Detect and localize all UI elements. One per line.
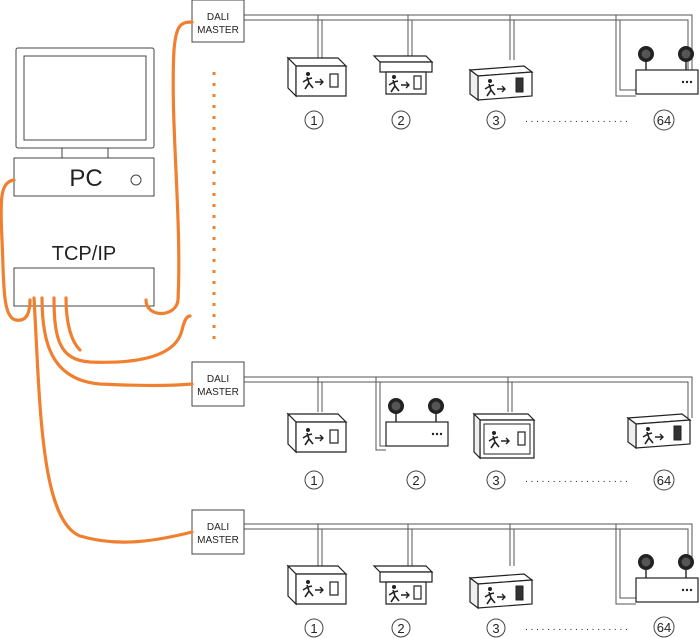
dots-row-1: . . . . . . . . . . . . . . . . . . . — [525, 114, 628, 125]
dali-master-1: DALI MASTER — [191, 0, 245, 43]
svg-text:MASTER: MASTER — [197, 535, 239, 546]
svg-text:2: 2 — [397, 113, 404, 128]
svg-text:3: 3 — [492, 621, 499, 636]
svg-text:MASTER: MASTER — [197, 25, 239, 36]
svg-text:DALI: DALI — [207, 374, 229, 385]
twin-spot-2-2 — [385, 397, 449, 447]
svg-text:1: 1 — [310, 113, 317, 128]
svg-text:1: 1 — [310, 473, 317, 488]
exit-sign-3-3 — [470, 574, 532, 608]
exit-sign-2-1 — [288, 414, 346, 452]
exit-sign-3-1 — [288, 566, 346, 604]
svg-text:3: 3 — [492, 473, 499, 488]
node-numbers-row-2: 1 2 3 . . . . . . . . . . . . . . . . . … — [304, 469, 675, 491]
dots-row-2: . . . . . . . . . . . . . . . . . . . — [525, 474, 628, 485]
node-numbers-row-1: 1 2 3 . . . . . . . . . . . . . . . . . … — [304, 109, 675, 131]
svg-text:DALI: DALI — [207, 12, 229, 23]
tcp-label: TCP/IP — [52, 243, 116, 265]
bus-line-2 — [244, 376, 693, 451]
svg-text:1: 1 — [310, 621, 317, 636]
bus-line-3 — [244, 523, 693, 605]
svg-text:64: 64 — [657, 473, 671, 488]
svg-text:DALI: DALI — [207, 522, 229, 533]
svg-text:MASTER: MASTER — [197, 387, 239, 398]
exit-sign-2-64 — [628, 414, 690, 448]
svg-text:64: 64 — [657, 113, 671, 128]
exit-sign-1-1 — [288, 58, 346, 96]
svg-text:2: 2 — [412, 473, 419, 488]
dali-master-2: DALI MASTER — [191, 361, 245, 407]
exit-sign-1-3 — [470, 66, 532, 100]
twin-spot-1-64 — [635, 45, 699, 95]
network-cables — [0, 20, 194, 544]
svg-text:2: 2 — [397, 621, 404, 636]
exit-sign-3-2 — [374, 566, 432, 604]
twin-spot-3-64 — [635, 553, 699, 603]
exit-sign-1-2 — [374, 56, 432, 94]
dali-master-3: DALI MASTER — [191, 509, 245, 555]
svg-text:64: 64 — [657, 620, 671, 635]
node-numbers-row-3: 1 2 3 . . . . . . . . . . . . . . . . . … — [304, 616, 675, 638]
tcp-switch — [13, 267, 155, 307]
dots-row-3: . . . . . . . . . . . . . . . . . . . — [525, 622, 628, 633]
pc-unit: PC — [13, 157, 155, 197]
pc-label: PC — [69, 165, 102, 192]
svg-text:3: 3 — [492, 113, 499, 128]
pc-monitor — [15, 47, 155, 159]
exit-sign-2-3 — [474, 414, 534, 458]
